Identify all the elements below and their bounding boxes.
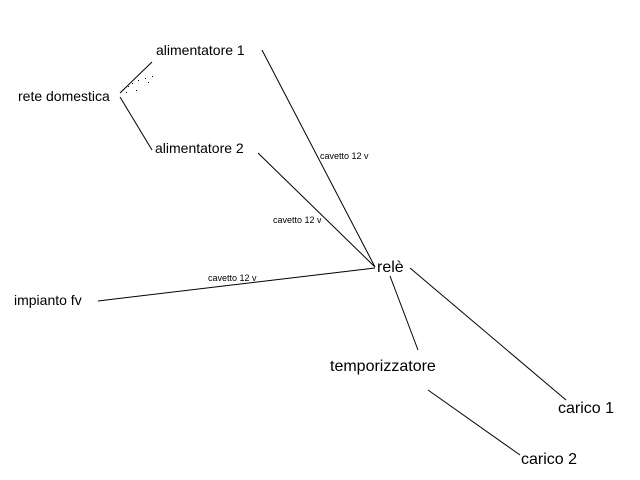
edge-rete-to-alimentatore-1 [119, 61, 153, 94]
node-carico-2: carico 2 [521, 451, 578, 468]
node-carico-1: carico 1 [558, 400, 615, 417]
edge-temporizzatore-to-carico-2 [427, 389, 521, 456]
node-rete-domestica: rete domestica [18, 88, 110, 104]
edge-rete-to-alimentatore-2 [119, 96, 153, 151]
node-temporizzatore: temporizzatore [330, 358, 436, 375]
edge-label-impianto-fv-rele: cavetto 12 v [208, 273, 257, 283]
edge-alimentatore-1-to-rele [261, 49, 376, 268]
edge-label-alimentatore-2-rele: cavetto 12 v [273, 215, 322, 225]
node-alimentatore-1: alimentatore 1 [156, 42, 245, 58]
edge-rele-to-carico-1 [409, 267, 567, 401]
stray-dots [126, 76, 153, 93]
edge-alimentatore-2-to-rele [257, 152, 376, 268]
node-rele: relè [377, 259, 404, 276]
node-alimentatore-2: alimentatore 2 [155, 140, 244, 156]
node-impianto-fv: impianto fv [14, 292, 82, 308]
edge-rele-to-temporizzatore [389, 275, 419, 351]
edge-label-alimentatore-1-rele: cavetto 12 v [320, 151, 369, 161]
edge-impianto-fv-to-rele [97, 267, 376, 302]
